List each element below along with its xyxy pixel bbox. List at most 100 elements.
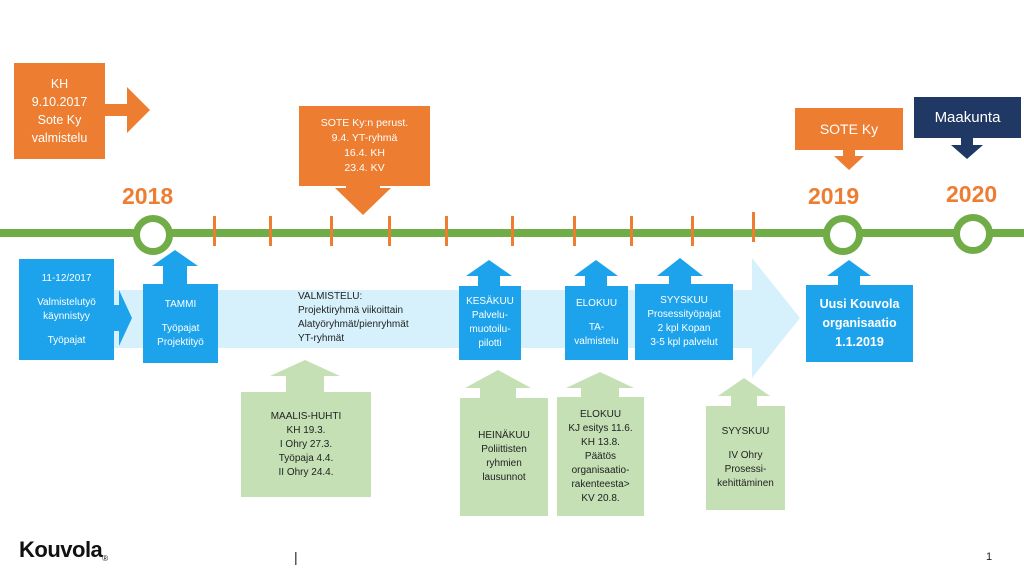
- elokuu-green-line: ELOKUU: [579, 408, 622, 420]
- elokuu-green-up-arrow-icon: [566, 372, 634, 398]
- kesakuu-up-arrow-icon: [466, 260, 512, 286]
- kesakuu-line: pilotti: [478, 338, 502, 349]
- sote-line: SOTE Ky:n perust.: [320, 117, 409, 129]
- start-text: Valmistelutyö käynnistyy: [37, 296, 96, 322]
- sote-down-arrow-icon: [335, 186, 391, 215]
- maakunta-label: Maakunta: [934, 109, 1001, 126]
- elokuu-box: ELOKUU TA- valmistelu: [565, 286, 628, 360]
- tammi-text: Työpajat Projektityö: [157, 322, 204, 348]
- tammi-heading: TAMMI: [164, 298, 197, 310]
- tick-mark: [269, 216, 272, 246]
- elokuu-green-line: rakenteesta>: [571, 478, 630, 490]
- kesakuu-line: KESÄKUU: [466, 296, 514, 307]
- footer-separator: |: [294, 549, 298, 565]
- tick-mark: [691, 216, 694, 246]
- kh-line: 9.10.2017: [31, 95, 88, 109]
- valmistelu-line: VALMISTELU:: [298, 291, 363, 302]
- syyskuu-up-arrow-icon: [657, 258, 703, 286]
- heinakuu-box: HEINÄKUU Poliittisten ryhmien lausunnot: [460, 398, 548, 516]
- syyskuu-green-line: kehittäminen: [717, 478, 774, 489]
- final-line: Uusi Kouvola: [819, 297, 900, 311]
- kesakuu-line: Palvelu-: [471, 310, 509, 321]
- year-circle-2018: [133, 215, 173, 255]
- heinakuu-up-arrow-icon: [465, 370, 531, 398]
- maalis-box: MAALIS-HUHTI KH 19.3. I Ohry 27.3. Työpa…: [241, 392, 371, 497]
- elokuu-green-line: KJ esitys 11.6.: [568, 422, 633, 434]
- tammi-box: TAMMI Työpajat Projektityö: [143, 284, 218, 363]
- syyskuu-green-box: SYYSKUU IV Ohry Prosessi- kehittäminen: [706, 406, 785, 510]
- maalis-line: KH 19.3.: [286, 424, 326, 436]
- maakunta-box: Maakunta: [914, 97, 1021, 138]
- year-circle-2019: [823, 215, 863, 255]
- sote-ky-down-arrow-icon: [834, 150, 864, 170]
- elokuu-up-arrow-icon: [574, 260, 618, 286]
- kesakuu-box: KESÄKUU Palvelu- muotoilu- pilotti: [459, 286, 521, 360]
- year-label-2018: 2018: [122, 183, 174, 209]
- syyskuu-line: 2 kpl Kopan: [657, 323, 711, 334]
- elokuu-green-line: KH 13.8.: [581, 436, 620, 448]
- syyskuu-green-heading: SYYSKUU: [721, 426, 770, 437]
- maalis-line: I Ohry 27.3.: [279, 438, 333, 450]
- maakunta-down-arrow-icon: [951, 138, 983, 159]
- maalis-up-arrow-icon: [270, 360, 340, 392]
- syyskuu-line: 3-5 kpl palvelut: [650, 337, 718, 348]
- elokuu-green-box: ELOKUU KJ esitys 11.6. KH 13.8. Päätös o…: [557, 397, 644, 516]
- start-arrow-icon: [114, 290, 132, 346]
- year-label-2020: 2020: [946, 181, 998, 207]
- elokuu-line: valmistelu: [574, 336, 619, 347]
- valmistelu-line: Alatyöryhmät/pienryhmät: [298, 319, 409, 330]
- tick-mark: [630, 216, 633, 246]
- tick-mark: [752, 212, 755, 242]
- syyskuu-line: Prosessityöpajat: [647, 309, 721, 320]
- tick-mark: [330, 216, 333, 246]
- sote-ky-label: SOTE Ky: [819, 121, 879, 137]
- valmistelu-line: Projektiryhmä viikoittain: [298, 305, 404, 316]
- tammi-up-arrow-icon: [152, 250, 198, 284]
- logo-mark: ®: [102, 554, 108, 563]
- maalis-line: MAALIS-HUHTI: [270, 410, 342, 422]
- tick-mark: [213, 216, 216, 246]
- maalis-line: II Ohry 24.4.: [278, 466, 334, 478]
- final-box: Uusi Kouvola organisaatio 1.1.2019: [806, 285, 913, 362]
- page-number: 1: [986, 551, 993, 563]
- elokuu-heading: ELOKUU: [575, 298, 618, 309]
- elokuu-green-line: KV 20.8.: [581, 492, 620, 504]
- sote-line: 9.4. YT-ryhmä: [331, 132, 398, 144]
- heinakuu-line: ryhmien: [486, 458, 522, 469]
- elokuu-line: TA-: [588, 322, 605, 333]
- kh-box: KH 9.10.2017 Sote Ky valmistelu: [14, 63, 105, 159]
- syyskuu-box: SYYSKUU Prosessityöpajat 2 kpl Kopan 3-5…: [635, 284, 733, 360]
- kh-arrow-icon: [105, 87, 150, 133]
- tick-mark: [445, 216, 448, 246]
- tick-mark: [388, 216, 391, 246]
- sote-line: 16.4. KH: [344, 147, 385, 159]
- logo-text: Kouvola: [19, 537, 103, 562]
- final-up-arrow-icon: [827, 260, 871, 286]
- start-box: 11-12/2017 Valmistelutyö käynnistyy Työp…: [19, 259, 114, 360]
- tick-mark: [573, 216, 576, 246]
- sote-line: 23.4. KV: [344, 162, 385, 174]
- kh-line: valmistelu: [31, 131, 88, 145]
- start-workshops: Työpajat: [47, 334, 86, 346]
- syyskuu-line: SYYSKUU: [660, 295, 708, 306]
- heinakuu-line: Poliittisten: [481, 444, 527, 455]
- valmistelu-text: VALMISTELU: Projektiryhmä viikoittain Al…: [298, 290, 468, 346]
- maalis-line: Työpaja 4.4.: [278, 452, 334, 464]
- kh-line: KH: [50, 77, 69, 91]
- heinakuu-line: lausunnot: [482, 472, 526, 483]
- year-label-2019: 2019: [808, 183, 860, 209]
- start-date: 11-12/2017: [41, 272, 92, 284]
- sote-box: SOTE Ky:n perust. 9.4. YT-ryhmä 16.4. KH…: [299, 106, 430, 186]
- elokuu-green-line: organisaatio-: [571, 464, 630, 476]
- final-line: 1.1.2019: [835, 335, 884, 349]
- kh-line: Sote Ky: [37, 113, 82, 127]
- sote-ky-box: SOTE Ky: [795, 108, 903, 150]
- syyskuu-green-line: IV Ohry: [728, 450, 763, 461]
- syyskuu-green-up-arrow-icon: [718, 378, 770, 406]
- valmistelu-line: YT-ryhmät: [298, 333, 345, 344]
- syyskuu-green-line: Prosessi-: [724, 464, 767, 475]
- kouvola-logo: Kouvola®: [19, 537, 108, 563]
- year-circle-2020: [953, 214, 993, 254]
- tick-mark: [511, 216, 514, 246]
- heinakuu-line: HEINÄKUU: [478, 430, 530, 441]
